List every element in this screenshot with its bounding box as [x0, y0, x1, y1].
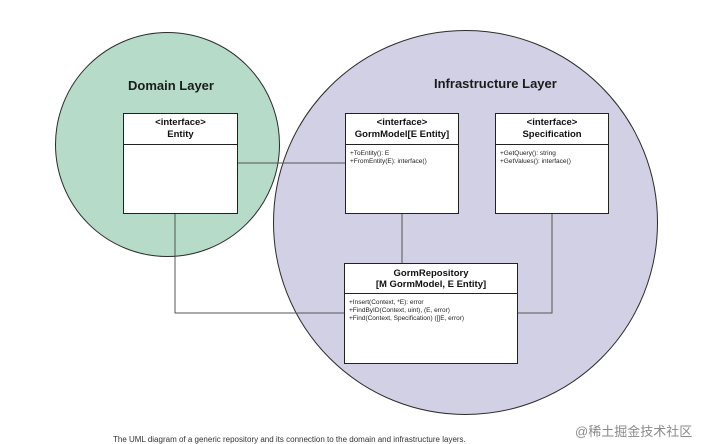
gormrepository-members: +Insert(Context, *E): error +FindByID(Co…: [345, 294, 517, 328]
domain-layer-title: Domain Layer: [128, 78, 214, 93]
entity-interface-box: <interface> Entity: [123, 113, 238, 214]
gormrepository-method: +Insert(Context, *E): error: [349, 299, 424, 306]
gormmodel-method: +FromEntity(E): interface(): [350, 158, 427, 165]
figure-caption: The UML diagram of a generic repository …: [113, 435, 466, 444]
specification-interface-box: <interface> Specification +GetQuery(): s…: [495, 113, 609, 214]
entity-members: [124, 145, 237, 155]
gormrepository-method: +FindByID(Context, uint), (E, error): [349, 307, 450, 314]
gormrepository-header: GormRepository [M GormModel, E Entity]: [345, 264, 517, 294]
gormmodel-stereotype: <interface>: [376, 117, 428, 128]
gormrepository-method: +Find(Context, Specification) ([]E, erro…: [349, 315, 465, 322]
specification-method: +GetValues(): interface(): [500, 158, 571, 165]
entity-name: Entity: [167, 129, 194, 140]
watermark: @稀土掘金技术社区: [575, 424, 693, 439]
gormrepository-name: GormRepository: [393, 268, 469, 279]
specification-name: Specification: [522, 129, 582, 140]
specification-method: +GetQuery(): string: [500, 150, 556, 157]
gormrepository-type-params: [M GormModel, E Entity]: [375, 279, 487, 290]
entity-stereotype: <interface>: [155, 117, 206, 128]
specification-stereotype: <interface>: [526, 117, 578, 128]
gormmodel-name: GormModel[E Entity]: [354, 129, 450, 140]
specification-header: <interface> Specification: [496, 114, 608, 145]
gormrepository-class-box: GormRepository [M GormModel, E Entity] +…: [344, 263, 518, 364]
gormmodel-interface-box: <interface> GormModel[E Entity] +ToEntit…: [345, 113, 459, 214]
entity-to-repository-line: [174, 214, 344, 314]
gormmodel-header: <interface> GormModel[E Entity]: [346, 114, 458, 145]
infrastructure-layer-title: Infrastructure Layer: [434, 76, 557, 91]
gormmodel-method: +ToEntity(): E: [350, 150, 390, 157]
gormmodel-members: +ToEntity(): E +FromEntity(E): interface…: [346, 145, 458, 171]
specification-members: +GetQuery(): string +GetValues(): interf…: [496, 145, 608, 171]
entity-header: <interface> Entity: [124, 114, 237, 145]
specification-to-repository-line: [518, 214, 553, 314]
